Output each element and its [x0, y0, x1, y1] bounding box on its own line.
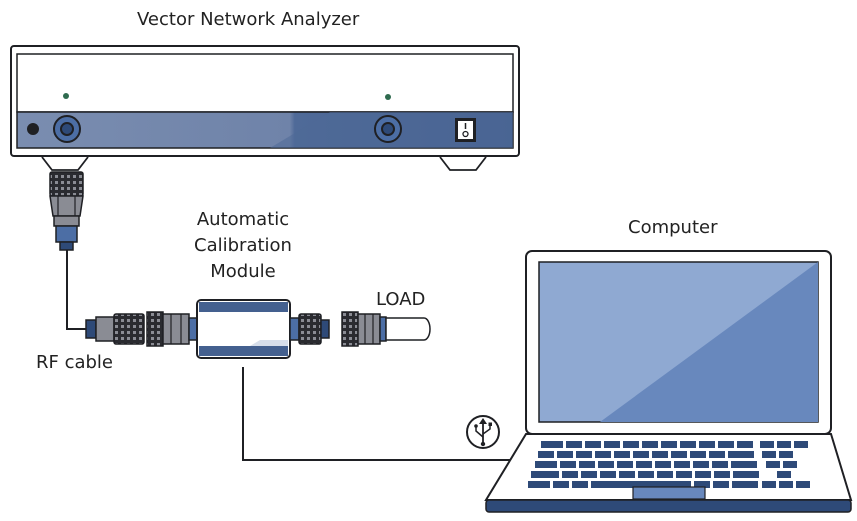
acm-label-line2: Calibration [194, 235, 292, 256]
laptop-touchpad [632, 486, 706, 500]
computer-label: Computer [628, 217, 718, 238]
port1-led [63, 93, 69, 99]
usb-icon [466, 415, 500, 449]
rf-cable-connector [85, 313, 145, 345]
acm-label-line3: Module [210, 261, 276, 282]
power-switch[interactable] [455, 118, 476, 142]
port2-connector[interactable] [374, 115, 402, 143]
laptop-computer [484, 250, 853, 513]
automatic-calibration-module [196, 299, 291, 359]
ground-jack [27, 123, 39, 135]
acm-right-adapter [289, 313, 330, 345]
vector-network-analyzer [10, 45, 520, 171]
acm-label: Automatic Calibration Module [180, 207, 306, 285]
rf-cable-label: RF cable [36, 352, 114, 373]
rf-cable-line [66, 250, 88, 330]
usb-cable-line [242, 367, 527, 461]
acm-left-adapter [146, 311, 199, 347]
port2-led [385, 94, 391, 100]
acm-label-line1: Automatic [196, 209, 290, 230]
laptop-keyboard [528, 441, 810, 488]
load-label: LOAD [376, 289, 426, 310]
load-termination [341, 311, 431, 347]
vna-port-adapter [49, 171, 84, 251]
port1-connector[interactable] [53, 115, 81, 143]
vna-title-label: Vector Network Analyzer [137, 9, 360, 30]
